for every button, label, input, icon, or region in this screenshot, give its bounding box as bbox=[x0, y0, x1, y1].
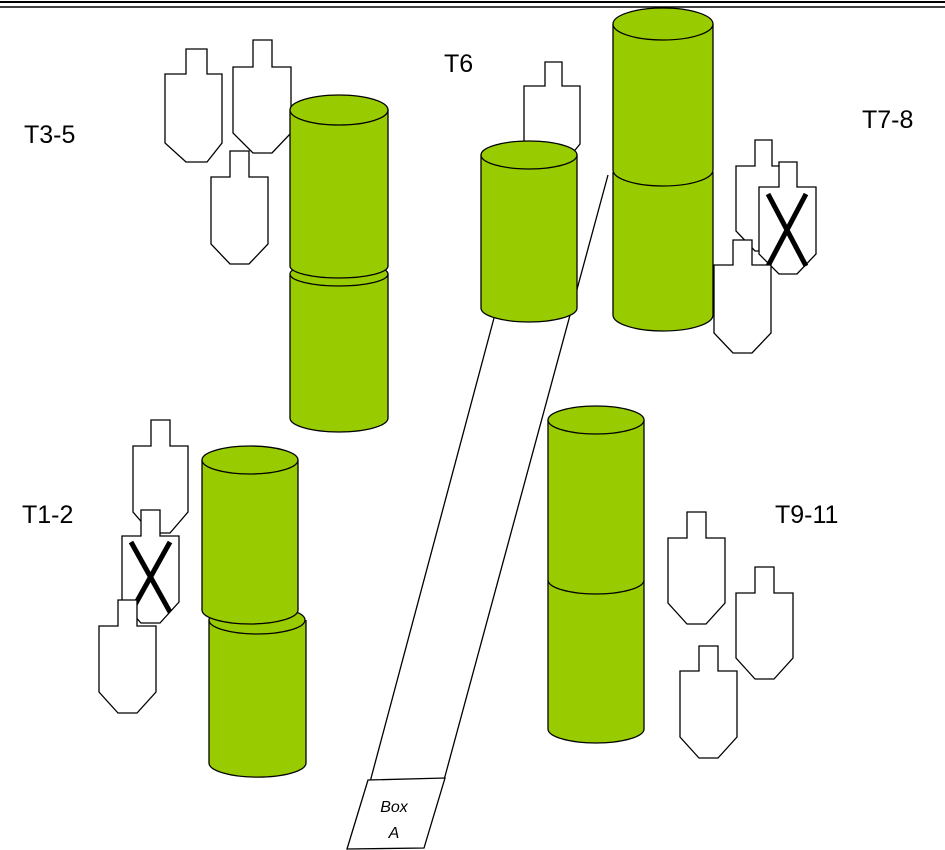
barrel-center bbox=[480, 140, 578, 323]
barrel-left-top-lower bbox=[289, 261, 389, 433]
barrel-left-bottom-lower bbox=[208, 605, 307, 778]
shoot-target-t5[interactable] bbox=[210, 150, 269, 265]
target-group-t9-11 bbox=[667, 511, 794, 759]
shoot-target-t9[interactable] bbox=[667, 511, 726, 625]
target-group-t1-2 bbox=[98, 419, 189, 714]
shoot-target-t11[interactable] bbox=[679, 645, 738, 759]
barrel-stack-right-bottom bbox=[547, 405, 645, 744]
barrel-stack-left-bottom bbox=[201, 445, 307, 778]
box-a-label-line1: Box bbox=[380, 799, 409, 816]
shoot-target-t10[interactable] bbox=[735, 566, 794, 680]
label-t7-8: T7-8 bbox=[862, 106, 913, 134]
shooting-lane bbox=[369, 174, 609, 783]
shoot-target-t4[interactable] bbox=[232, 39, 292, 154]
label-t3-5: T3-5 bbox=[24, 121, 75, 149]
label-t1-2: T1-2 bbox=[22, 501, 73, 529]
shoot-target-t3[interactable] bbox=[164, 48, 223, 163]
shoot-target-t8[interactable] bbox=[713, 239, 772, 354]
shoot-target-t1[interactable] bbox=[132, 419, 189, 534]
box-a[interactable]: Box A bbox=[346, 777, 446, 850]
target-group-t3-5 bbox=[164, 39, 292, 265]
barrel-right-bottom-upper bbox=[547, 405, 645, 595]
top-border bbox=[0, 1, 945, 8]
barrel-stack-right-top bbox=[612, 7, 714, 332]
barrel-stack-left-top bbox=[289, 94, 389, 433]
no-shoot-target-t7-8[interactable] bbox=[758, 161, 817, 275]
barrel-left-top-upper bbox=[289, 94, 389, 279]
target-group-t7-8 bbox=[713, 139, 817, 354]
label-t6: T6 bbox=[444, 50, 473, 78]
barrel-right-top-lower bbox=[612, 172, 714, 332]
barrel-right-bottom-lower bbox=[547, 580, 645, 744]
no-shoot-x-mark bbox=[765, 192, 809, 268]
barrel-right-top-upper bbox=[612, 7, 714, 187]
label-t9-11: T9-11 bbox=[775, 501, 838, 529]
barrel-left-bottom-upper bbox=[201, 445, 299, 625]
shoot-target-t2[interactable] bbox=[98, 599, 157, 714]
box-a-label-line2: A bbox=[388, 825, 400, 842]
